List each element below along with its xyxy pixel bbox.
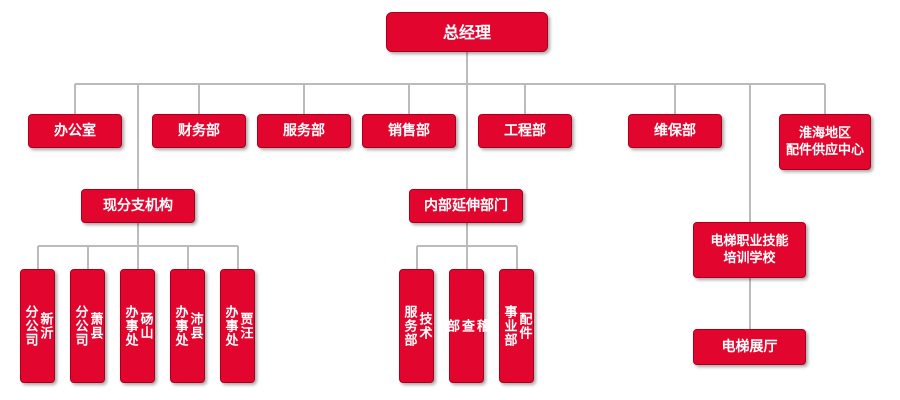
node-tech-service[interactable]: 技术 服务部 <box>399 269 434 383</box>
node-parts-division[interactable]: 配件 事业部 <box>499 269 534 383</box>
node-peixian-office[interactable]: 沛县 办事处 <box>170 269 205 383</box>
node-elevator-showroom[interactable]: 电梯展厅 <box>693 329 806 365</box>
node-xinyi-branch[interactable]: 新沂 分公司 <box>20 269 55 383</box>
node-general-manager[interactable]: 总经理 <box>386 12 548 52</box>
node-internal-extension[interactable]: 内部延伸部门 <box>409 189 523 223</box>
node-audit[interactable]: 稽 查 部 <box>444 269 489 383</box>
node-service[interactable]: 服务部 <box>257 114 351 148</box>
node-xiaoxian-branch[interactable]: 萧县 分公司 <box>70 269 105 383</box>
node-sales[interactable]: 销售部 <box>362 114 456 148</box>
node-finance[interactable]: 财务部 <box>152 114 246 148</box>
node-branches[interactable]: 现分支机构 <box>81 189 195 223</box>
node-training-school[interactable]: 电梯职业技能 培训学校 <box>693 222 806 278</box>
node-dangshan-office[interactable]: 砀山 办事处 <box>120 269 155 383</box>
node-office[interactable]: 办公室 <box>28 114 122 148</box>
node-jiawang-office[interactable]: 贾汪 办事处 <box>220 269 255 383</box>
node-huaihai-parts-center[interactable]: 淮海地区 配件供应中心 <box>779 114 871 170</box>
node-maintenance[interactable]: 维保部 <box>628 114 722 148</box>
node-engineering[interactable]: 工程部 <box>478 114 572 148</box>
